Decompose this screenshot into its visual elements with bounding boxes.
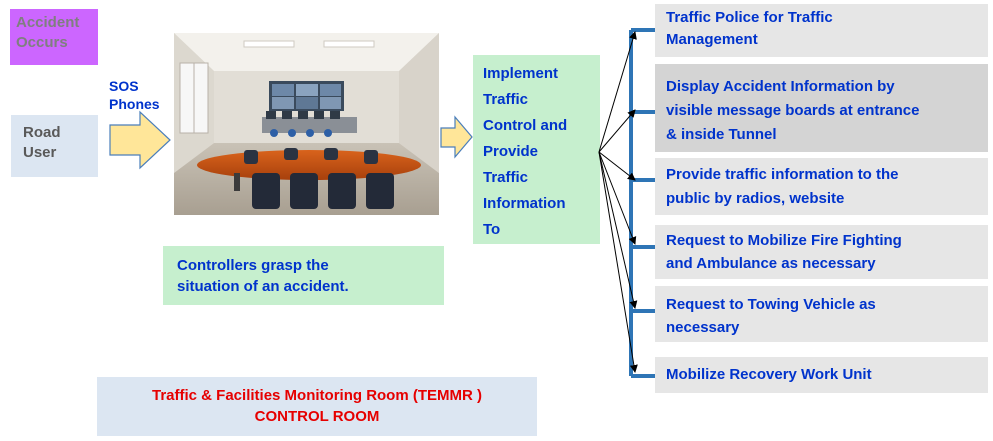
sos-line-1: SOS: [109, 78, 139, 94]
action-line: Management: [666, 31, 758, 48]
monitoring-room-box: Traffic & Facilities Monitoring Room (TE…: [97, 377, 537, 436]
road-user-line-1: Road: [23, 124, 61, 141]
controllers-line-2: situation of an accident.: [177, 278, 349, 295]
controllers-line-1: Controllers grasp the: [177, 257, 329, 274]
action-line: and Ambulance as necessary: [666, 255, 876, 272]
sos-phones-label: SOS Phones: [109, 77, 160, 113]
action-line: public by radios, website: [666, 190, 845, 207]
action-line: necessary: [666, 319, 740, 336]
implement-line-2: Traffic: [483, 91, 529, 108]
action-line: visible message boards at entrance: [666, 102, 920, 119]
controllers-box: Controllers grasp the situation of an ac…: [163, 246, 444, 305]
action-provide-traffic-info: Provide traffic information to the publi…: [655, 158, 988, 215]
action-line: Mobilize Recovery Work Unit: [666, 366, 872, 383]
implement-line-7: To: [483, 221, 501, 238]
action-line: Display Accident Information by: [666, 78, 895, 95]
road-user-line-2: User: [23, 144, 57, 161]
road-user-box: Road User: [11, 115, 98, 177]
sos-line-2: Phones: [109, 96, 160, 112]
accident-occurs-box: Accident Occurs: [10, 9, 98, 65]
accident-line-2: Occurs: [16, 34, 68, 51]
action-mobilize-fire-ambulance: Request to Mobilize Fire Fighting and Am…: [655, 225, 988, 279]
to-implement-arrow: [440, 115, 473, 159]
implement-line-6: Information: [483, 195, 566, 212]
action-towing-vehicle: Request to Towing Vehicle as necessary: [655, 286, 988, 342]
accident-line-1: Accident: [16, 14, 80, 31]
control-room-image: [174, 33, 439, 215]
implement-line-4: Provide: [483, 143, 539, 160]
action-recovery-work-unit: Mobilize Recovery Work Unit: [655, 357, 988, 393]
implement-line-3: Control and: [483, 117, 568, 134]
action-display-accident-info: Display Accident Information by visible …: [655, 64, 988, 152]
action-traffic-police: Traffic Police for Traffic Management: [655, 4, 988, 57]
action-line: & inside Tunnel: [666, 126, 777, 143]
implement-traffic-control-box: Implement Traffic Control and Provide Tr…: [473, 55, 600, 244]
monitoring-line-1: Traffic & Facilities Monitoring Room (TE…: [152, 387, 482, 404]
action-line: Request to Mobilize Fire Fighting: [666, 232, 902, 249]
action-line: Request to Towing Vehicle as: [666, 296, 876, 313]
implement-line-5: Traffic: [483, 169, 529, 186]
action-bracket: [629, 28, 655, 378]
fan-lines: [598, 31, 638, 373]
implement-line-1: Implement: [483, 65, 559, 82]
road-user-arrow: [109, 110, 171, 170]
action-line: Traffic Police for Traffic: [666, 9, 833, 26]
monitoring-line-2: CONTROL ROOM: [254, 408, 380, 425]
action-line: Provide traffic information to the: [666, 166, 899, 183]
